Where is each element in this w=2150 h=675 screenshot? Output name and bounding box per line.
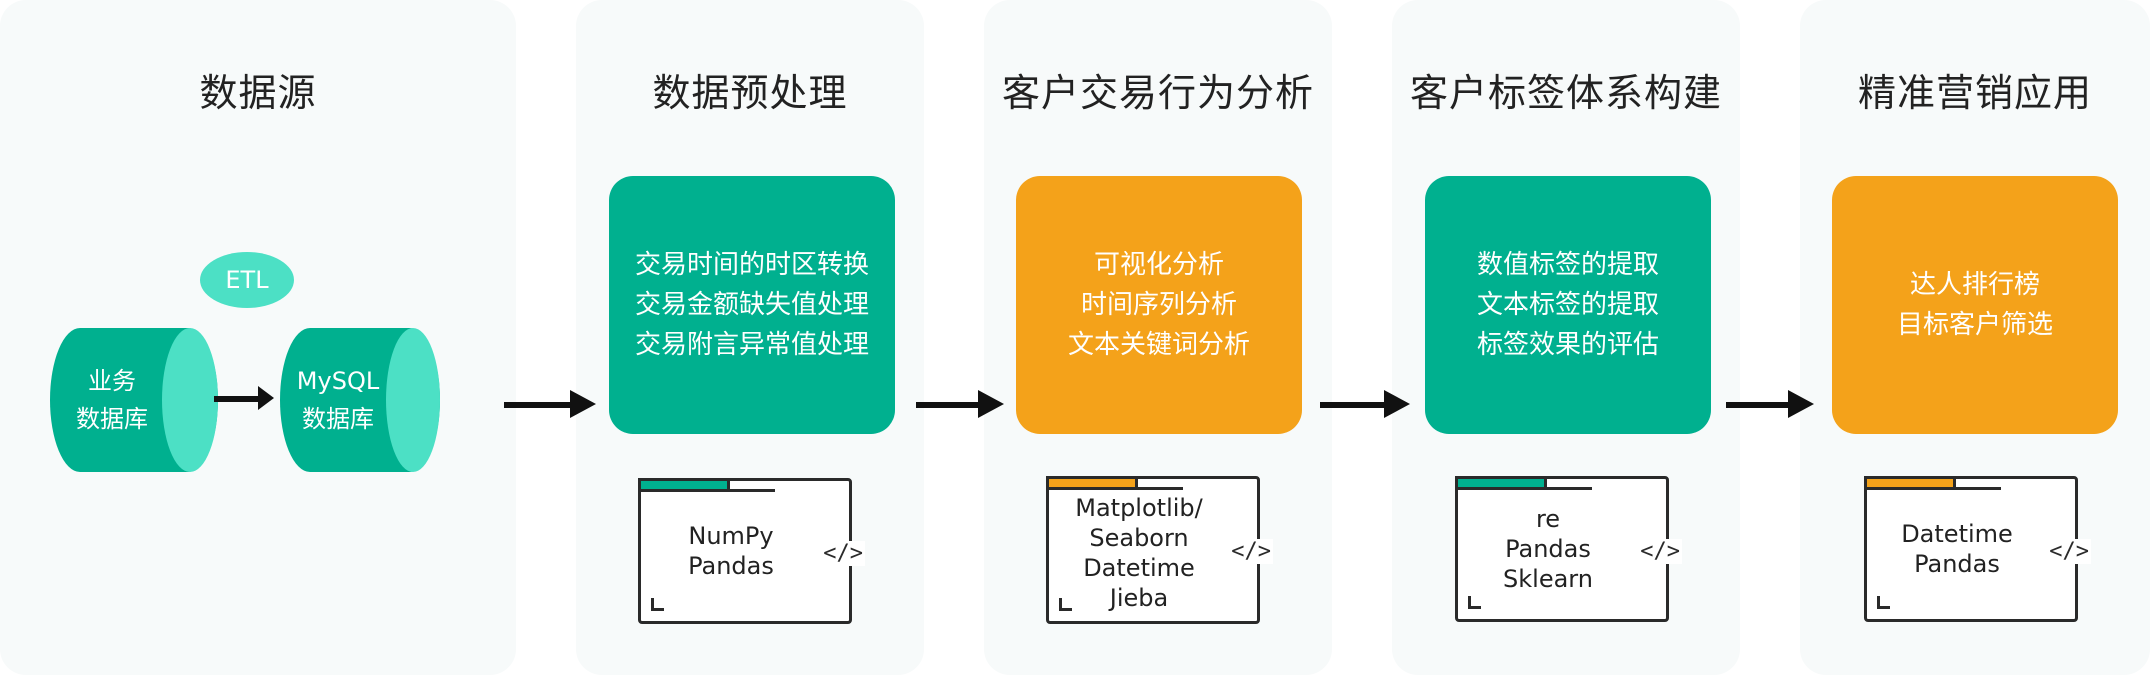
cylinder-label: MySQL 数据库	[280, 328, 396, 472]
cylinder-cap	[162, 328, 218, 472]
box-line: 标签效果的评估	[1476, 330, 1659, 360]
tool-name: re	[1535, 505, 1561, 533]
window-tab	[638, 478, 730, 492]
stage-title: 客户交易行为分析	[1001, 71, 1314, 115]
db-label-line: 数据库	[76, 405, 148, 433]
window-topline	[727, 489, 775, 492]
db-label-line: 数据库	[302, 405, 374, 433]
tool-name: Seaborn	[1089, 524, 1189, 552]
tag-system-box: 数值标签的提取 文本标签的提取 标签效果的评估	[1425, 176, 1711, 434]
behavior-analysis-box: 可视化分析 时间序列分析 文本关键词分析	[1016, 176, 1302, 434]
box-line: 目标客户筛选	[1896, 310, 2053, 340]
code-icon: </>	[2047, 539, 2091, 564]
arrow-preprocessing-to-analysis	[916, 390, 1004, 418]
tool-name: Datetime	[1083, 554, 1195, 582]
window-topline	[1135, 487, 1183, 490]
tools-window-tag-system: re Pandas Sklearn </>	[1455, 476, 1682, 622]
tool-name: NumPy	[688, 522, 774, 550]
box-line: 达人排行榜	[1909, 270, 2040, 300]
tools-window-behavior-analysis: Matplotlib/ Seaborn Datetime Jieba </>	[1046, 476, 1273, 624]
box-line: 文本标签的提取	[1476, 290, 1659, 320]
stage-title: 数据预处理	[652, 71, 848, 115]
box-line: 交易时间的时区转换	[634, 250, 869, 280]
tools-window-preprocessing: NumPy Pandas </>	[638, 478, 865, 624]
stage-title: 精准营销应用	[1857, 71, 2092, 115]
corner-mark-icon	[1877, 596, 1890, 609]
tools-list: NumPy Pandas	[641, 481, 821, 621]
tool-name: Datetime	[1901, 520, 2013, 548]
code-icon: </>	[1638, 539, 1682, 564]
arrow-source-to-preprocessing	[504, 390, 596, 418]
box-line: 数值标签的提取	[1476, 250, 1659, 280]
cylinder-cap	[386, 328, 440, 472]
corner-mark-icon	[1059, 598, 1072, 611]
db-label-line: 业务	[88, 367, 136, 395]
window-tab	[1046, 476, 1138, 490]
window-tab	[1455, 476, 1547, 490]
tool-name: Matplotlib/	[1075, 494, 1203, 522]
stage-title: 客户标签体系构建	[1409, 71, 1722, 115]
tool-name: Pandas	[688, 552, 774, 580]
preprocessing-box: 交易时间的时区转换 交易金额缺失值处理 交易附言异常值处理	[609, 176, 895, 434]
box-line: 可视化分析	[1093, 250, 1224, 280]
tool-name: Pandas	[1914, 550, 2000, 578]
corner-mark-icon	[1468, 596, 1481, 609]
cylinder-label: 业务 数据库	[50, 328, 174, 472]
window-topline	[1953, 487, 2001, 490]
box-line: 交易金额缺失值处理	[634, 290, 869, 320]
arrow-tags-to-marketing	[1726, 390, 1814, 418]
tool-name: Sklearn	[1503, 565, 1593, 593]
business-database-cylinder: 业务 数据库	[50, 328, 218, 472]
arrow-db-to-mysql	[214, 386, 274, 410]
mysql-database-cylinder: MySQL 数据库	[280, 328, 440, 472]
window-topline	[1544, 487, 1592, 490]
corner-mark-icon	[651, 598, 664, 611]
marketing-box: 达人排行榜 目标客户筛选	[1832, 176, 2118, 434]
tool-name: Pandas	[1505, 535, 1591, 563]
stage-title: 数据源	[199, 71, 317, 115]
tools-window-marketing: Datetime Pandas </>	[1864, 476, 2091, 622]
arrow-analysis-to-tags	[1320, 390, 1410, 418]
tools-list: re Pandas Sklearn	[1458, 479, 1638, 619]
code-icon: </>	[821, 541, 865, 566]
etl-bubble: ETL	[200, 252, 294, 308]
box-line: 交易附言异常值处理	[634, 330, 869, 360]
db-label-line: MySQL	[296, 367, 380, 395]
box-line: 时间序列分析	[1080, 290, 1237, 320]
window-tab	[1864, 476, 1956, 490]
tool-name: Jieba	[1109, 584, 1169, 612]
code-icon: </>	[1229, 539, 1273, 564]
tools-list: Matplotlib/ Seaborn Datetime Jieba	[1049, 479, 1229, 621]
box-line: 文本关键词分析	[1067, 330, 1250, 360]
tools-list: Datetime Pandas	[1867, 479, 2047, 619]
